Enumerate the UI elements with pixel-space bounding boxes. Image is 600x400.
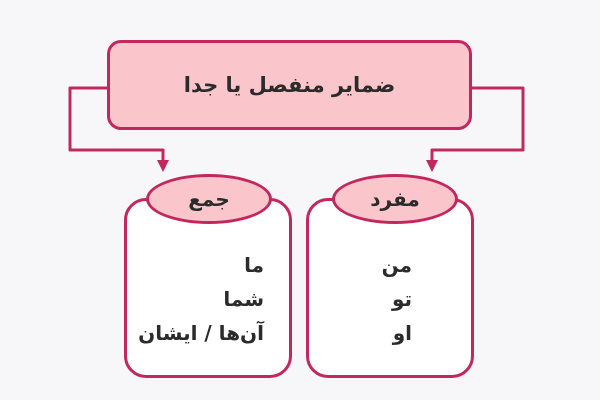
arrowhead-right bbox=[426, 160, 438, 172]
plural-pronoun: شما bbox=[223, 287, 264, 311]
plural-pronoun-list: ما شما آن‌ها / ایشان bbox=[126, 248, 264, 350]
connector-left bbox=[68, 86, 165, 162]
singular-pronoun: تو bbox=[391, 287, 412, 311]
title-box: ضمایر منفصل یا جدا bbox=[107, 40, 472, 130]
plural-pronoun: آن‌ها / ایشان bbox=[138, 321, 264, 345]
singular-pronoun-list: من تو او bbox=[270, 248, 412, 350]
singular-pronoun: من bbox=[381, 253, 412, 277]
arrowhead-left bbox=[157, 160, 169, 172]
diagram-title: ضمایر منفصل یا جدا bbox=[183, 73, 396, 97]
singular-pronoun: او bbox=[392, 321, 412, 345]
plural-label: جمع bbox=[146, 174, 272, 224]
plural-panel bbox=[124, 198, 292, 378]
plural-pronoun: ما bbox=[244, 253, 264, 277]
singular-panel bbox=[306, 198, 474, 378]
connector-right bbox=[430, 86, 525, 162]
singular-label: مفرد bbox=[332, 174, 458, 224]
